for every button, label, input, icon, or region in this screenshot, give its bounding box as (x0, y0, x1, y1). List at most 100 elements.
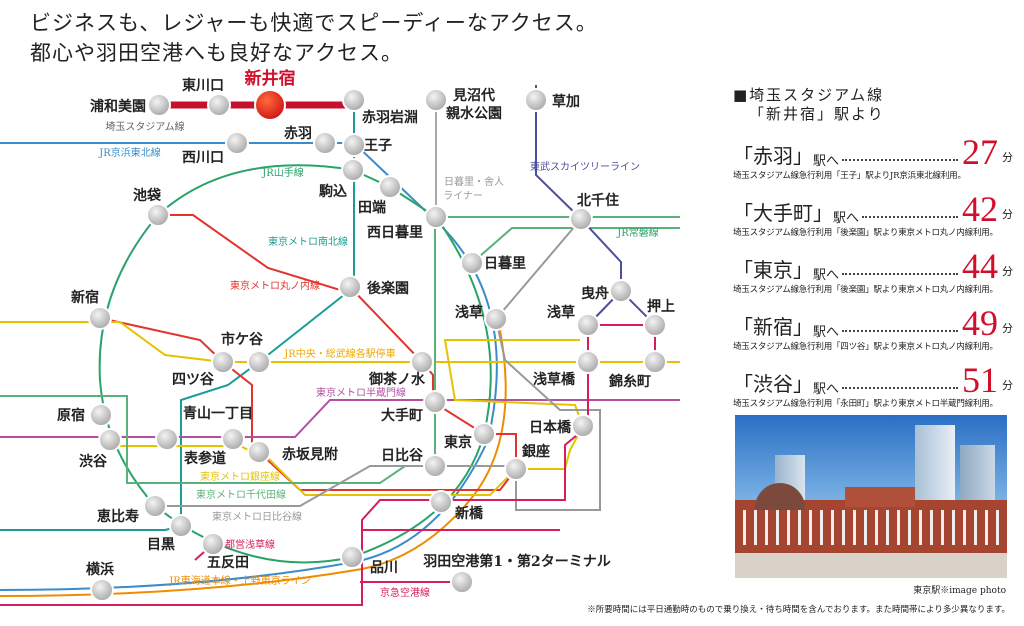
station-label: 日本橋 (529, 419, 572, 436)
station-label: 表参道 (183, 450, 226, 467)
station-label: 曳舟 (581, 285, 609, 302)
station-label: 草加 (552, 93, 580, 110)
station-label: 浅草橋 (533, 371, 576, 388)
station-marker (207, 93, 231, 117)
station-marker (201, 532, 225, 556)
tokyo-station-photo (735, 415, 1007, 578)
station-marker (247, 350, 271, 374)
station-marker-origin (254, 89, 286, 121)
line-name-label: 東京メトロ丸ノ内線 (230, 279, 320, 292)
station-marker (221, 427, 245, 451)
station-label: 浅草 (455, 304, 483, 321)
station-label: 日比谷 (381, 447, 424, 464)
station-label: 東京 (444, 434, 472, 451)
line-asakusa (0, 324, 656, 606)
minutes-unit: 分 (1002, 322, 1013, 335)
headline-line-1: ビジネスも、レジャーも快適でスピーディーなアクセス。 (30, 11, 598, 35)
eki-suffix: 駅へ (813, 154, 840, 169)
minutes: 49 (962, 303, 998, 343)
station-marker (211, 350, 235, 374)
line-keihin-tohoku (0, 142, 498, 591)
route-note: 埼玉スタジアム線急行利用「永田町」駅より東京メトロ半蔵門線利用。 (733, 399, 998, 409)
destination: 「東京」 (733, 258, 813, 282)
destination: 「新宿」 (733, 315, 813, 339)
station-label: 日暮里 (484, 255, 526, 272)
station-marker (90, 578, 114, 602)
panel-subtitle: 「新井宿」駅より (749, 105, 885, 123)
station-label: 大手町 (381, 407, 423, 424)
station-label: 田端 (358, 199, 386, 216)
line-name-label: 東武スカイツリーライン (530, 160, 640, 173)
station-marker (424, 205, 448, 229)
station-marker (89, 403, 113, 427)
footnote: ※所要時間には平日通勤時のもので乗り換え・待ち時間を含んでおります。また時間帯に… (587, 605, 1010, 615)
station-label: 見沼代 (452, 87, 495, 104)
headline: ビジネスも、レジャーも快適でスピーディーなアクセス。 都心や羽田空港へも良好なア… (30, 8, 598, 68)
station-label: 新井宿 (245, 68, 296, 89)
station-marker (576, 350, 600, 374)
station-marker (410, 350, 434, 374)
station-marker (450, 570, 474, 594)
headline-line-2: 都心や羽田空港へも良好なアクセス。 (30, 41, 403, 65)
station-label: 横浜 (86, 561, 114, 578)
eki-suffix: 駅へ (813, 268, 840, 283)
line-name-label: JR京浜東北線 (98, 146, 161, 159)
leader-dots (862, 216, 958, 218)
minutes: 44 (962, 246, 998, 286)
station-marker (609, 279, 633, 303)
line-name-label: 埼玉スタジアム線 (105, 120, 184, 133)
station-label: 赤坂見附 (282, 446, 338, 463)
station-marker (423, 454, 447, 478)
eki-suffix: 駅へ (833, 211, 860, 226)
station-label: 四ツ谷 (172, 372, 215, 388)
station-marker (569, 207, 593, 231)
leader-dots (842, 387, 958, 389)
station-label: 恵比寿 (97, 508, 139, 525)
station-marker (147, 93, 171, 117)
minutes: 51 (962, 360, 998, 400)
station-label: 東川口 (182, 77, 224, 94)
destination: 「大手町」 (733, 201, 833, 225)
line-name-label: 東京メトロ銀座線 (200, 470, 280, 483)
station-marker (341, 158, 365, 182)
station-label: 市ケ谷 (221, 331, 264, 348)
station-marker (484, 307, 508, 331)
line-name-label: JR東海道本線・上野東京ライン (168, 574, 311, 587)
station-label: 新橋 (455, 505, 484, 522)
station-label: 赤羽 (284, 126, 312, 142)
station-marker (643, 313, 667, 337)
line-name-label: 都営浅草線 (225, 538, 275, 551)
eki-suffix: 駅へ (813, 325, 840, 340)
station-label: 押上 (647, 298, 675, 315)
station-label: 銀座 (522, 443, 550, 460)
station-marker (643, 350, 667, 374)
destination: 「渋谷」 (733, 372, 813, 396)
line-name-label: JR常磐線 (616, 226, 659, 239)
station-marker (155, 427, 179, 451)
station-marker (342, 88, 366, 112)
station-label: 浅草 (547, 304, 575, 321)
station-label: 駒込 (319, 183, 347, 200)
route-note: 埼玉スタジアム線急行利用「後楽園」駅より東京メトロ丸ノ内線利用。 (733, 228, 998, 238)
line-name-label: 東京メトロ日比谷線 (212, 510, 302, 523)
station-label: 浦和美園 (90, 98, 146, 115)
line-name-label: 東京メトロ南北線 (268, 235, 348, 248)
station-marker (571, 414, 595, 438)
minutes-unit: 分 (1002, 265, 1013, 278)
station-marker (429, 490, 453, 514)
station-marker (460, 251, 484, 275)
station-label: 北千住 (577, 192, 619, 209)
line-name-label: 日暮里・舎人 (444, 175, 504, 188)
eki-suffix: 駅へ (813, 382, 840, 397)
line-hanzomon (0, 399, 680, 438)
station-label: 池袋 (133, 187, 162, 204)
station-marker (313, 131, 337, 155)
station-marker (378, 175, 402, 199)
station-marker (576, 313, 600, 337)
station-label: 赤羽岩淵 (362, 109, 418, 126)
station-label: 錦糸町 (609, 373, 651, 390)
station-marker (98, 428, 122, 452)
